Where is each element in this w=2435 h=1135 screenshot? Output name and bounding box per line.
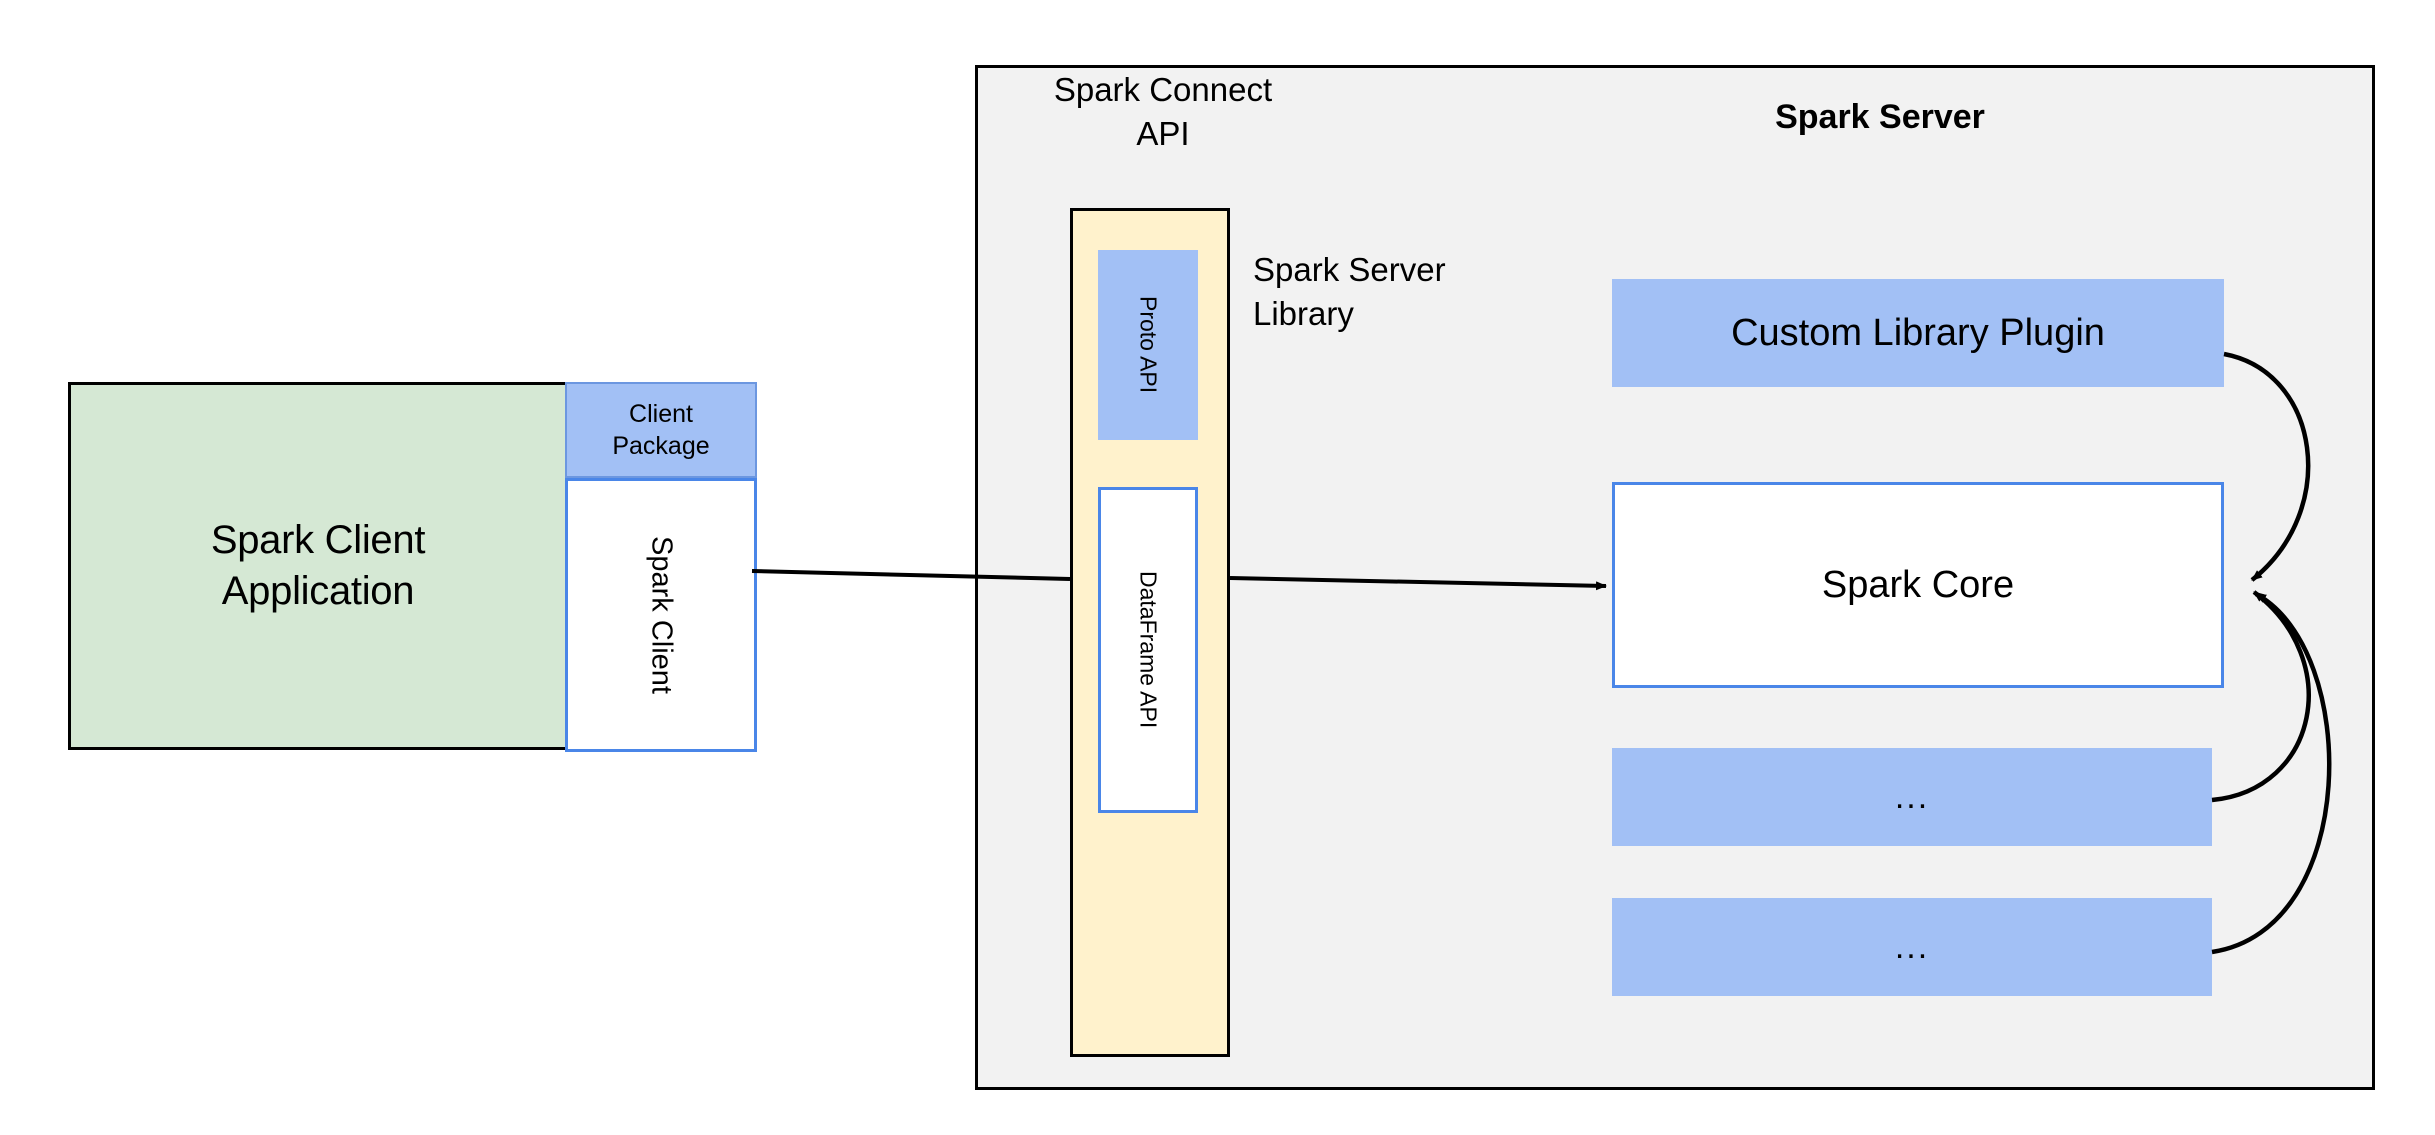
client-package-label-line1: Client <box>629 399 693 428</box>
spark-client-application-label: Spark Client Application <box>210 515 426 617</box>
proto-api-box[interactable]: Proto API <box>1098 250 1198 440</box>
spark-client-label: Spark Client <box>645 536 678 694</box>
spark-connect-api-label-line1: Spark Connect <box>1053 71 1273 108</box>
spark-core-label: Spark Core <box>1821 563 2015 606</box>
client-package-label-line2: Package <box>612 432 710 460</box>
spark-connect-api-label: Spark Connect API <box>1018 68 1308 155</box>
ellipsis-module-label-2: ... <box>1894 927 1930 966</box>
custom-library-plugin-label: Custom Library Plugin <box>1731 311 2105 354</box>
dataframe-api-box[interactable]: DataFrame API <box>1098 487 1198 813</box>
ellipsis-module-box-1[interactable]: ... <box>1612 748 2212 846</box>
spark-client-application-label-line2: Application <box>221 569 415 613</box>
spark-client-box[interactable]: Spark Client <box>565 478 757 752</box>
spark-connect-api-label-line2: API <box>1136 114 1190 152</box>
spark-client-application-box[interactable]: Spark Client Application <box>68 382 568 750</box>
spark-server-library-label-line2: Library <box>1253 294 1354 332</box>
dataframe-api-label: DataFrame API <box>1135 571 1162 729</box>
ellipsis-module-box-2[interactable]: ... <box>1612 898 2212 996</box>
client-package-label: Client Package <box>612 398 709 463</box>
proto-api-label: Proto API <box>1135 296 1162 394</box>
ellipsis-module-label-1: ... <box>1894 777 1930 816</box>
spark-core-box[interactable]: Spark Core <box>1612 482 2224 688</box>
spark-client-application-label-line1: Spark Client <box>210 517 426 562</box>
spark-server-library-label-line1: Spark Server <box>1253 251 1446 288</box>
custom-library-plugin-box[interactable]: Custom Library Plugin <box>1612 279 2224 387</box>
spark-server-title: Spark Server <box>1775 98 1985 136</box>
spark-server-library-label: Spark Server Library <box>1253 248 1583 336</box>
client-package-box[interactable]: Client Package <box>565 382 757 478</box>
